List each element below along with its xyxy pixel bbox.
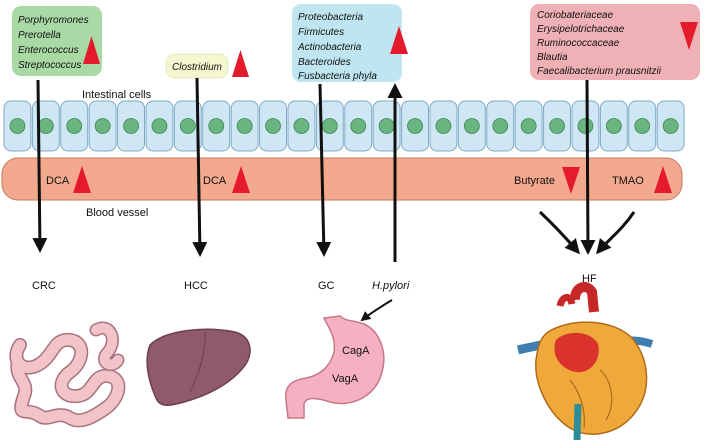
crc-pathway-arrow [32,79,48,253]
hf-pathway-arrow [580,79,596,255]
svg-text:Faecalibacterium prausnitzii: Faecalibacterium prausnitzii [537,66,662,77]
svg-text:Porphyromones: Porphyromones [18,15,89,26]
svg-text:Prerotella: Prerotella [18,30,61,41]
cell-nucleus [634,118,651,134]
svg-text:Erysipelotrichaceae: Erysipelotrichaceae [537,24,625,35]
tmao-to-hf-arrow [596,211,636,255]
cell-nucleus [66,118,83,134]
cell-nucleus [208,118,225,134]
svg-text:Proteobacteria: Proteobacteria [298,12,363,23]
cell-nucleus [94,118,111,134]
dca-mid-label: DCA [203,175,227,187]
cell-nucleus [605,118,622,134]
dca-left-increase-arrow [73,166,91,193]
svg-text:Fusbacteria phyla: Fusbacteria phyla [298,71,377,82]
crc-bacteria-box: Porphyromones Prerotella Enterococcus St… [12,6,102,76]
cell-nucleus [350,118,367,134]
dca-mid-increase-arrow [232,166,250,193]
stomach-illustration: CagA VagA [285,315,385,419]
svg-text:Streptococcus: Streptococcus [18,60,81,71]
intestinal-cells-label: Intestinal cells [82,89,152,101]
blood-vessel-band [1,157,683,201]
gc-bacteria-box: Proteobacteria Firmicutes Actinobacteria… [292,4,408,82]
gc-increase-arrow [390,26,408,54]
cell-nucleus [37,118,54,134]
hf-decrease-arrow [680,22,698,50]
cell-nucleus [236,118,253,134]
intestinal-cells [3,100,685,152]
cell-nucleus [265,118,281,134]
hcc-increase-arrow [232,50,249,77]
svg-text:Firmicutes: Firmicutes [298,27,344,38]
hcc-pathway-arrow [192,77,208,257]
vaga-label: VagA [332,373,359,385]
cell-nucleus [151,118,168,134]
svg-text:Blautia: Blautia [537,52,568,63]
intestine-illustration [9,321,126,428]
tmao-label: TMAO [612,175,644,187]
hpylori-label: H.pylori [372,280,410,292]
svg-text:Ruminococcaceae: Ruminococcaceae [537,38,620,49]
cell-nucleus [407,118,423,134]
cell-nucleus [378,118,395,134]
butyrate-to-hf-arrow [538,210,580,255]
hpylori-to-stomach-arrow [360,299,393,322]
cell-nucleus [9,118,26,134]
caga-label: CagA [342,345,370,357]
cell-nucleus [293,118,310,134]
heart-illustration [516,282,654,441]
liver-illustration [146,328,251,406]
crc-increase-arrow [83,36,100,64]
butyrate-label: Butyrate [514,175,555,187]
blood-vessel-label: Blood vessel [86,207,148,219]
svg-text:Clostridium: Clostridium [172,62,222,73]
hcc-label: HCC [184,280,208,292]
hf-bacteria-box: Coriobateriaceae Erysipelotrichaceae Rum… [530,4,700,80]
hf-label: HF [582,273,597,285]
svg-text:Actinobacteria: Actinobacteria [297,42,362,53]
svg-text:Enterococcus: Enterococcus [18,45,79,56]
pathway-arrows [32,77,636,322]
liver-lobe-line [189,331,206,393]
tmao-increase-arrow [654,166,672,193]
cell-nucleus [662,118,679,134]
cell-nucleus [179,118,196,134]
cell-nucleus [577,118,594,134]
crc-label: CRC [32,280,56,292]
cell-nucleus [123,118,139,134]
cell-nucleus [492,118,509,134]
gc-pathway-arrow [316,83,332,257]
svg-text:Coriobateriaceae: Coriobateriaceae [537,10,614,21]
butyrate-decrease-arrow [562,167,580,194]
gc-label: GC [318,280,335,292]
cell-nucleus [549,118,565,134]
dca-left-label: DCA [46,175,70,187]
cell-nucleus [520,118,537,134]
svg-text:Bacteroides: Bacteroides [298,57,351,68]
cell-nucleus [435,118,452,134]
cell-nucleus [321,118,338,134]
hcc-bacteria-box: Clostridium [165,50,249,79]
cell-nucleus [463,118,480,134]
